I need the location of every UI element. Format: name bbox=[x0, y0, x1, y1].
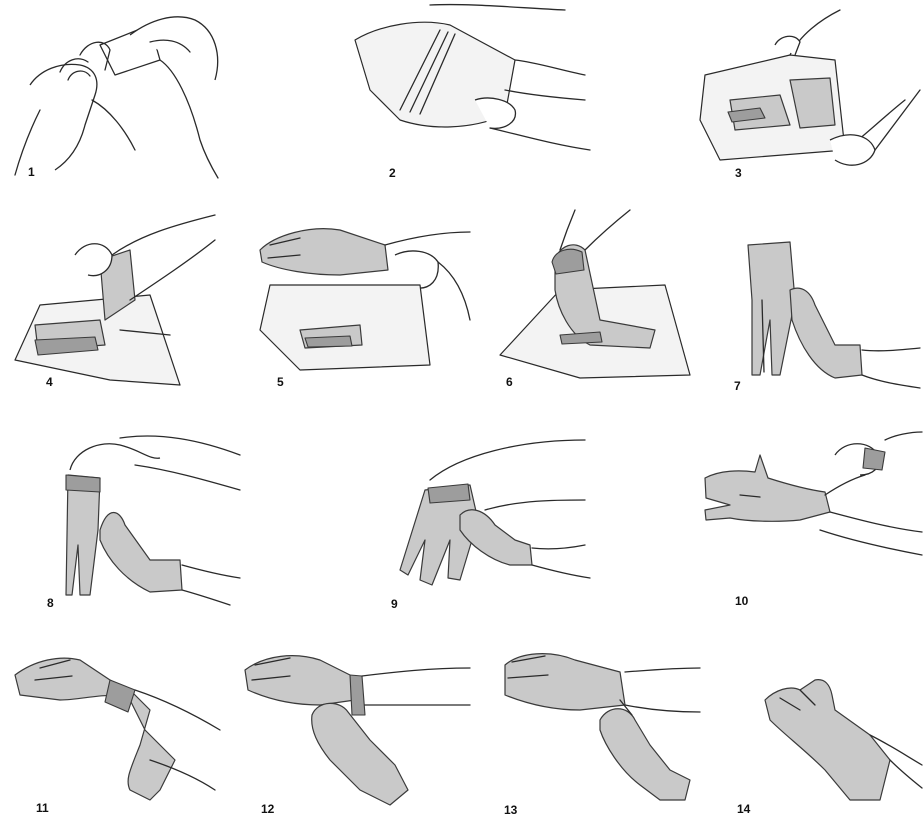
step-10-panel bbox=[705, 432, 922, 555]
step-9-panel bbox=[400, 440, 590, 585]
step-12-number: 12 bbox=[261, 802, 275, 816]
step-12-panel bbox=[245, 656, 470, 805]
step-8-number: 8 bbox=[47, 596, 54, 610]
step-6-number: 6 bbox=[506, 375, 513, 389]
step-7-number: 7 bbox=[734, 379, 741, 393]
step-5-panel bbox=[260, 229, 470, 370]
step-6-panel bbox=[500, 210, 690, 378]
step-1-number: 1 bbox=[28, 165, 35, 179]
step-11-number: 11 bbox=[36, 801, 49, 815]
step-10-number: 10 bbox=[735, 594, 749, 608]
step-5-number: 5 bbox=[277, 375, 284, 389]
step-2-number: 2 bbox=[389, 166, 396, 180]
step-3-number: 3 bbox=[735, 166, 742, 180]
step-13-panel bbox=[505, 654, 700, 800]
step-7-panel bbox=[748, 242, 920, 388]
step-8-panel bbox=[66, 436, 240, 605]
step-11-panel bbox=[15, 658, 220, 800]
step-3-panel bbox=[700, 10, 920, 165]
step-4-panel bbox=[15, 215, 215, 385]
step-9-number: 9 bbox=[391, 597, 398, 611]
step-4-number: 4 bbox=[46, 375, 53, 389]
step-2-panel bbox=[355, 5, 590, 150]
step-13-number: 13 bbox=[504, 803, 518, 817]
step-14-panel bbox=[765, 680, 922, 800]
step-1-panel bbox=[15, 17, 218, 178]
step-14-number: 14 bbox=[737, 802, 751, 816]
